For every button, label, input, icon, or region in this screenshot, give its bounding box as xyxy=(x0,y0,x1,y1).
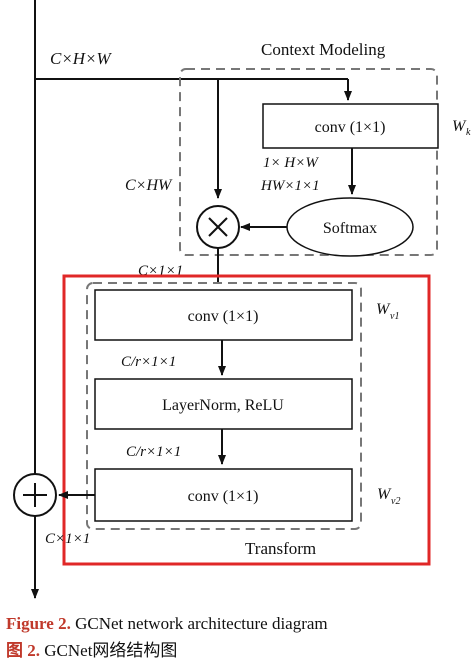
wk-subscript: k xyxy=(466,127,471,138)
wv1-label: W xyxy=(376,301,391,318)
figure-caption-en: Figure 2. GCNet network architecture dia… xyxy=(6,614,328,634)
wv2-label: W xyxy=(377,486,392,503)
layernorm-relu-label: LayerNorm, ReLU xyxy=(162,397,284,414)
context-modeling-box xyxy=(179,68,438,256)
context-modeling-title: Context Modeling xyxy=(261,40,386,59)
dims-cr11-b: C/r×1×1 xyxy=(126,444,181,460)
multiply-icon-b xyxy=(208,217,228,237)
wk-label: W xyxy=(452,118,467,135)
figure-caption-zh: 图 2. GCNet网络结构图 xyxy=(6,636,177,661)
transform-title: Transform xyxy=(245,539,316,558)
dims-chw: C×HW xyxy=(125,177,173,194)
input-dims-label: C×H×W xyxy=(50,49,113,68)
figure-caption-zh-tag: 图 2. xyxy=(6,641,40,660)
wv1-subscript: v1 xyxy=(390,311,399,322)
dims-1hw: 1× H×W xyxy=(263,155,319,171)
conv-wv2-block xyxy=(94,468,353,522)
figure-caption-en-tag: Figure 2. xyxy=(6,614,71,633)
dims-cr11-a: C/r×1×1 xyxy=(121,354,176,370)
gcnet-diagram: C×H×W Context Modeling conv (1×1) W k 1×… xyxy=(13,0,471,599)
dims-hw11: HW×1×1 xyxy=(260,178,320,194)
transform-box xyxy=(62,274,431,566)
conv-wv1-label: conv (1×1) xyxy=(188,308,259,325)
softmax-label: Softmax xyxy=(323,220,377,237)
conv-wv2-label: conv (1×1) xyxy=(188,488,259,505)
figure-caption-en-text: GCNet network architecture diagram xyxy=(70,614,328,633)
conv-wv1-block xyxy=(94,289,353,341)
conv-wk-label: conv (1×1) xyxy=(315,119,386,136)
wv2-subscript: v2 xyxy=(391,496,400,507)
conv-wk-block xyxy=(262,103,439,149)
dims-c11-bottom: C×1×1 xyxy=(45,531,90,547)
transform-inner-dashed-box xyxy=(86,282,362,530)
figure-caption-zh-text: GCNet网络结构图 xyxy=(40,641,178,660)
layernorm-relu-block xyxy=(94,378,353,430)
